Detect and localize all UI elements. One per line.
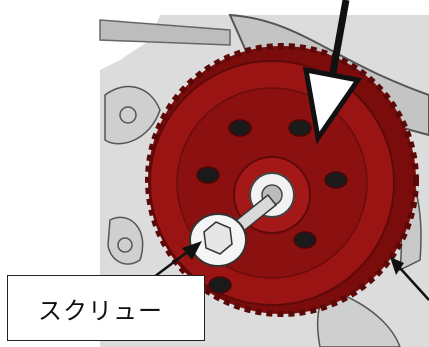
right-leader-arrow (390, 257, 429, 301)
screw (189, 193, 278, 267)
pulley-holes (196, 119, 348, 294)
hex-head-icon (203, 221, 233, 255)
callout-text: スクリュー (38, 296, 163, 325)
screw-callout-label: スクリュー (7, 275, 205, 341)
down-arrow-indicator (302, 0, 363, 145)
